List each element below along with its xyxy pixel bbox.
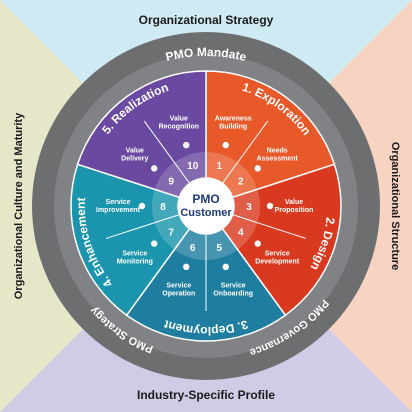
quadrant-label-top: Organizational Strategy (139, 13, 274, 27)
step-label-line: Value (126, 147, 144, 154)
step-divider (143, 120, 190, 184)
ring-label-mandate-text: PMO Mandate (164, 45, 248, 64)
step-marker (254, 165, 261, 172)
step-label-line: Service (166, 283, 191, 290)
step-marker (183, 141, 190, 149)
step-number-10: 10 (187, 161, 199, 172)
step-number-1: 1 (217, 161, 223, 172)
step-number-3: 3 (246, 202, 252, 213)
step-divider (105, 214, 180, 239)
step-label-line: Improvement (96, 207, 141, 214)
step-label-line: Service (106, 199, 131, 206)
step-label-line: Proposition (275, 207, 314, 214)
step-number-6: 6 (190, 243, 196, 254)
step-marker (151, 165, 158, 172)
step-label-line: Recognition (159, 123, 199, 130)
step-divider (105, 173, 180, 198)
step-label-line: Delivery (121, 155, 148, 162)
step-label-line: Service (122, 251, 147, 258)
step-label-line: Operation (162, 291, 195, 298)
step-label-line: Onboarding (213, 291, 253, 298)
step-number-9: 9 (168, 177, 174, 188)
step-label-line: Value (170, 115, 188, 122)
step-marker (151, 240, 158, 247)
quadrant-label-right: Organizational Structure (389, 142, 401, 270)
step-divider (232, 214, 307, 239)
step-divider (232, 173, 307, 198)
quadrant-label-left: Organizational Culture and Maturity (13, 112, 25, 299)
step-label-line: Value (285, 199, 303, 206)
step-number-5: 5 (217, 243, 223, 254)
step-marker (222, 141, 229, 149)
ring-label-mandate: PMO Mandate (164, 45, 248, 64)
step-number-2: 2 (238, 177, 244, 188)
step-number-7: 7 (168, 227, 174, 238)
step-label-line: Building (219, 123, 247, 130)
step-marker (138, 202, 146, 210)
step-label-line: Monitoring (117, 259, 153, 266)
step-number-4: 4 (238, 227, 244, 238)
center-label-line2: Customer (180, 207, 232, 219)
center-hub (178, 178, 234, 234)
step-marker (183, 263, 190, 271)
quadrant-label-bottom: Industry-Specific Profile (137, 388, 275, 402)
phase-label-deployment-text: 3. Deployment (162, 317, 250, 338)
step-number-8: 8 (160, 202, 166, 213)
step-marker (222, 263, 229, 271)
step-label-line: Assessment (257, 155, 299, 162)
step-label-line: Development (255, 259, 300, 266)
step-label-line: Awareness (215, 115, 252, 122)
step-label-line: Needs (267, 147, 288, 154)
center-label-line1: PMO (192, 192, 219, 206)
step-divider (143, 228, 190, 292)
step-divider (222, 120, 269, 184)
step-divider (222, 228, 269, 292)
step-label-line: Service (265, 251, 290, 258)
phase-label-deployment: 3. Deployment (162, 317, 250, 338)
step-marker (266, 202, 274, 210)
step-label-line: Service (221, 283, 246, 290)
step-marker (254, 240, 261, 247)
